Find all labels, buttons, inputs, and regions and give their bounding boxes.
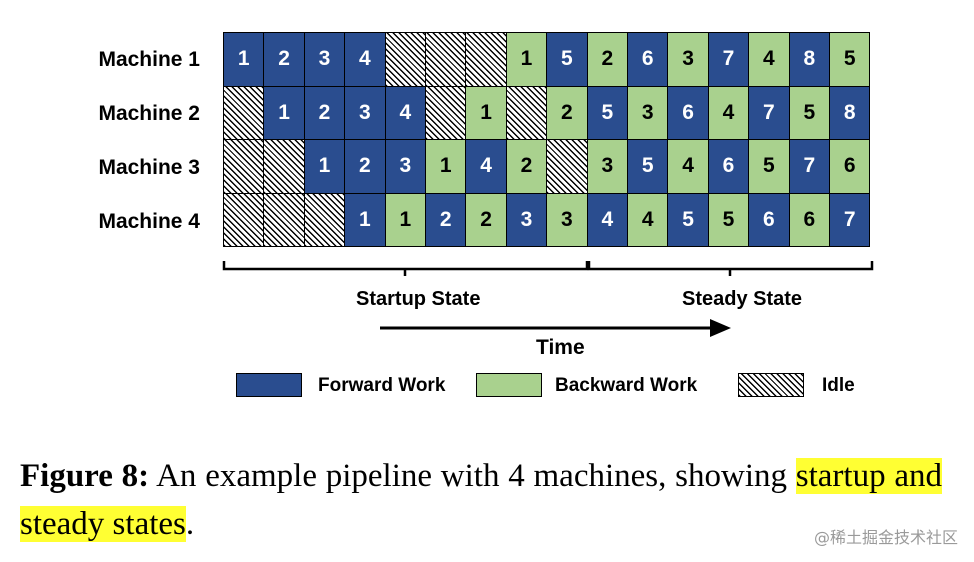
- schedule-cell-m4-t8: 3: [505, 192, 548, 248]
- schedule-cell-m4-t13: 5: [707, 192, 750, 248]
- time-label: Time: [536, 336, 585, 359]
- schedule-cell-m3-t10: 3: [586, 139, 628, 194]
- steady-state-label: Steady State: [682, 288, 803, 310]
- schedule-cell-m2-t11: 3: [627, 85, 669, 141]
- schedule-cell-m2-t3: 2: [303, 85, 346, 141]
- schedule-cell-m1-t1: 1: [223, 32, 265, 87]
- schedule-cell-m2-t10: 5: [586, 85, 628, 141]
- machine-label-1: Machine 1: [98, 48, 200, 71]
- schedule-cell-m3-t7: 4: [465, 139, 507, 194]
- schedule-cell-m3-t15: 7: [788, 139, 830, 194]
- schedule-cell-m4-t6: 2: [425, 192, 467, 248]
- schedule-cell-m3-t3: 1: [303, 139, 346, 194]
- schedule-cell-m4-t1: [223, 192, 265, 248]
- schedule-cell-m3-t8: 2: [505, 139, 548, 194]
- schedule-cell-m4-t12: 5: [667, 192, 709, 248]
- caption-figure-number: Figure 8:: [20, 458, 150, 494]
- schedule-cell-m1-t14: 4: [748, 32, 790, 87]
- schedule-cell-m1-t6: [425, 32, 467, 87]
- caption-period: .: [185, 506, 195, 542]
- schedule-cell-m3-t4: 2: [344, 139, 386, 194]
- schedule-cell-m4-t10: 4: [586, 192, 628, 248]
- schedule-cell-m2-t15: 5: [788, 85, 830, 141]
- machine-label-4: Machine 4: [98, 210, 200, 233]
- caption-text: An example pipeline with 4 machines, sho…: [149, 458, 796, 494]
- legend-forward-swatch: [236, 373, 302, 397]
- schedule-cell-m2-t7: 1: [465, 85, 507, 141]
- schedule-cell-m4-t4: 1: [344, 192, 386, 248]
- schedule-cell-m2-t9: 2: [546, 85, 588, 141]
- schedule-cell-m2-t14: 7: [748, 85, 790, 141]
- schedule-cell-m4-t11: 4: [627, 192, 669, 248]
- schedule-cell-m1-t8: 1: [505, 32, 548, 87]
- schedule-cell-m1-t15: 8: [788, 32, 830, 87]
- schedule-cell-m4-t9: 3: [546, 192, 588, 248]
- schedule-cell-m2-t1: [223, 85, 265, 141]
- schedule-cell-m3-t6: 1: [425, 139, 467, 194]
- schedule-cell-m3-t13: 6: [707, 139, 750, 194]
- watermark: @稀土掘金技术社区: [813, 528, 958, 547]
- schedule-cell-m2-t13: 4: [707, 85, 750, 141]
- schedule-cell-m4-t7: 2: [465, 192, 507, 248]
- legend-idle-label: Idle: [822, 375, 855, 396]
- steady-bracket: [587, 261, 874, 276]
- schedule-cell-m4-t3: [303, 192, 346, 248]
- schedule-cell-m2-t16: 8: [829, 85, 871, 141]
- schedule-cell-m1-t5: [384, 32, 426, 87]
- legend-forward-label: Forward Work: [318, 375, 446, 396]
- legend-backward-label: Backward Work: [555, 375, 698, 396]
- startup-bracket: [222, 261, 589, 276]
- figure-caption: Figure 8: An example pipeline with 4 mac…: [20, 452, 942, 548]
- schedule-cell-m3-t16: 6: [829, 139, 871, 194]
- schedule-cell-m3-t2: [263, 139, 305, 194]
- schedule-cell-m3-t11: 5: [627, 139, 669, 194]
- schedule-cell-m1-t9: 5: [546, 32, 588, 87]
- schedule-cell-m4-t15: 6: [788, 192, 830, 248]
- legend-idle-swatch: [738, 373, 804, 397]
- schedule-cell-m4-t2: [263, 192, 305, 248]
- schedule-cell-m1-t4: 4: [344, 32, 386, 87]
- schedule-cell-m2-t8: [505, 85, 548, 141]
- schedule-cell-m1-t12: 3: [667, 32, 709, 87]
- schedule-cell-m3-t12: 4: [667, 139, 709, 194]
- schedule-cell-m2-t6: [425, 85, 467, 141]
- schedule-cell-m4-t16: 7: [829, 192, 871, 248]
- schedule-cell-m1-t3: 3: [303, 32, 346, 87]
- schedule-cell-m1-t10: 2: [586, 32, 628, 87]
- machine-label-3: Machine 3: [98, 156, 200, 179]
- legend-backward-swatch: [476, 373, 542, 397]
- time-arrow-head: [710, 319, 731, 337]
- schedule-cell-m3-t14: 5: [748, 139, 790, 194]
- schedule-cell-m4-t5: 1: [384, 192, 426, 248]
- schedule-cell-m2-t4: 3: [344, 85, 386, 141]
- schedule-cell-m1-t7: [465, 32, 507, 87]
- schedule-cell-m1-t11: 6: [627, 32, 669, 87]
- machine-label-2: Machine 2: [98, 102, 200, 125]
- schedule-cell-m3-t1: [223, 139, 265, 194]
- schedule-cell-m3-t5: 3: [384, 139, 426, 194]
- schedule-cell-m2-t5: 4: [384, 85, 426, 141]
- schedule-cell-m1-t16: 5: [829, 32, 871, 87]
- schedule-cell-m2-t2: 1: [263, 85, 305, 141]
- schedule-cell-m4-t14: 6: [748, 192, 790, 248]
- schedule-cell-m1-t13: 7: [707, 32, 750, 87]
- schedule-cell-m3-t9: [546, 139, 588, 194]
- startup-state-label: Startup State: [356, 288, 481, 310]
- schedule-cell-m1-t2: 2: [263, 32, 305, 87]
- schedule-cell-m2-t12: 6: [667, 85, 709, 141]
